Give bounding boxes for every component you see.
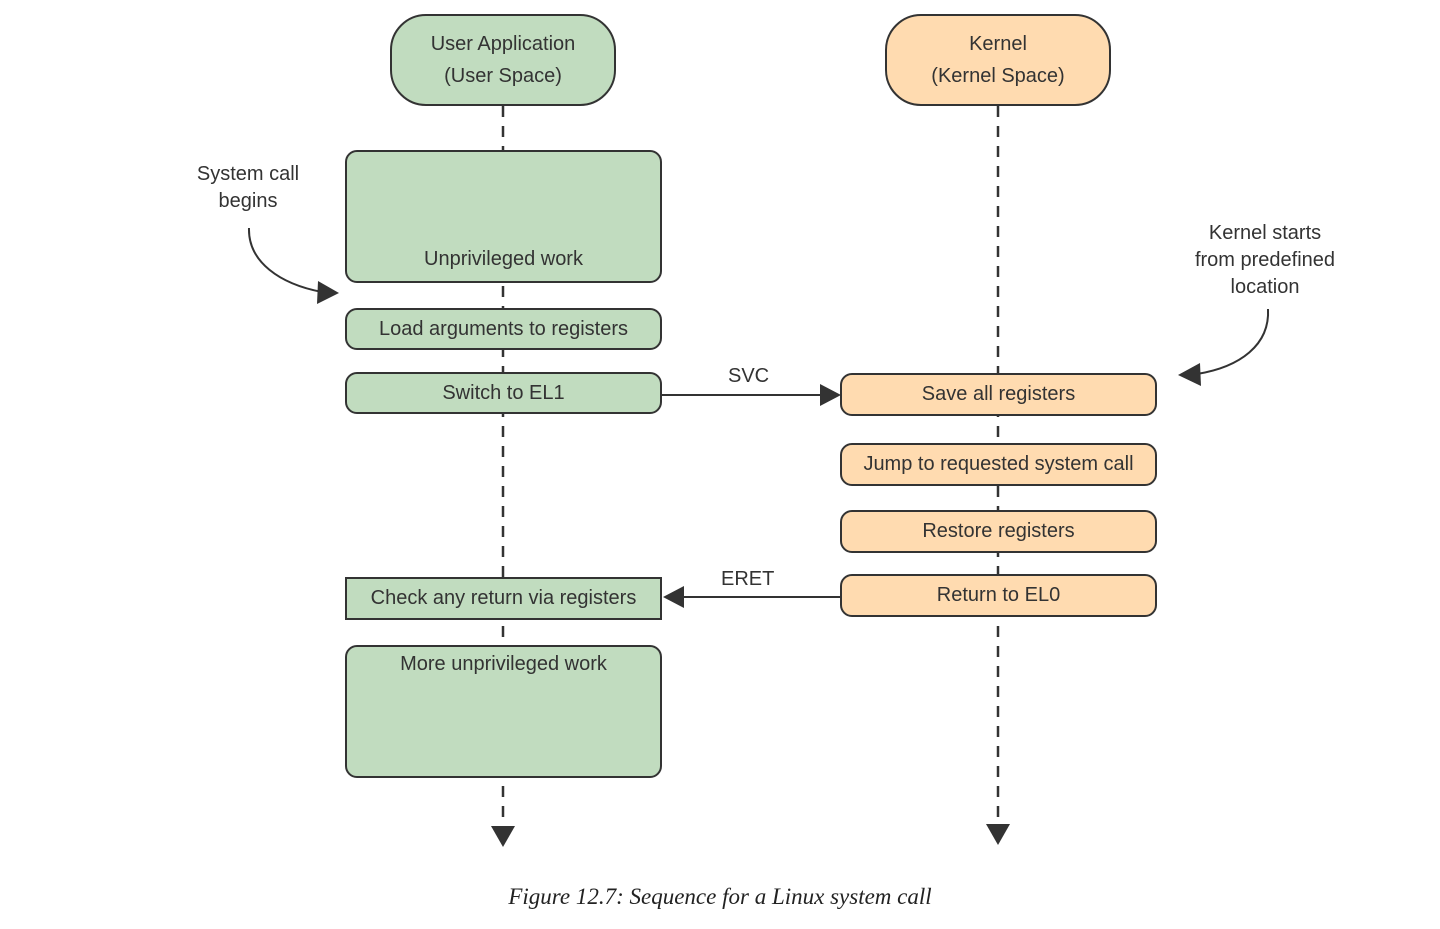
kernel-lifeline-arrowhead [986,824,1010,845]
kernel-starts-note: Kernel starts from predefined location [1175,220,1355,301]
kernel-curve-arrow [1196,308,1270,375]
kernel-note-line3: location [1230,276,1300,298]
load-arguments-label: Load arguments to registers [378,317,629,340]
jump-system-call-box: Jump to requested system call [840,443,1157,486]
return-to-el0-box: Return to EL0 [840,574,1157,617]
kernel-lane-subtitle: (Kernel Space) [931,65,1065,87]
user-lane-title: User Application [430,33,576,55]
user-application-lane-header: User Application (User Space) [390,14,616,106]
syscall-note-line1: System call [196,163,300,185]
syscall-curve-arrowhead [317,281,339,304]
load-arguments-box: Load arguments to registers [345,308,662,350]
switch-to-el1-box: Switch to EL1 [345,372,662,414]
kernel-note-line1: Kernel starts [1208,222,1322,244]
user-lane-subtitle: (User Space) [444,65,562,87]
user-lifeline-arrowhead [491,826,515,847]
return-to-el0-label: Return to EL0 [936,584,1061,606]
kernel-curve-arrowhead [1178,363,1201,386]
jump-system-call-label: Jump to requested system call [863,453,1134,475]
restore-registers-box: Restore registers [840,510,1157,553]
syscall-begins-note: System call begins [173,161,323,215]
syscall-note-line2: begins [218,190,278,212]
eret-label: ERET [721,568,775,590]
svc-label: SVC [728,365,770,387]
unprivileged-work-box: Unprivileged work [345,150,662,283]
check-return-box: Check any return via registers [345,577,662,620]
save-registers-box: Save all registers [840,373,1157,416]
figure-caption: Figure 12.7: Sequence for a Linux system… [508,884,932,909]
svc-arrowhead [820,384,841,406]
eret-arrowhead [663,586,684,608]
kernel-lane-header: Kernel (Kernel Space) [885,14,1111,106]
syscall-curve-arrow [247,227,323,293]
restore-registers-label: Restore registers [922,520,1075,542]
kernel-lane-title: Kernel [969,33,1027,55]
check-return-label: Check any return via registers [370,587,637,609]
more-unprivileged-work-box: More unprivileged work [345,645,662,778]
switch-to-el1-label: Switch to EL1 [442,381,565,404]
more-unprivileged-work-label: More unprivileged work [400,653,607,675]
kernel-note-line2: from predefined [1194,249,1336,271]
save-registers-label: Save all registers [921,383,1076,405]
unprivileged-work-label: Unprivileged work [424,248,583,270]
